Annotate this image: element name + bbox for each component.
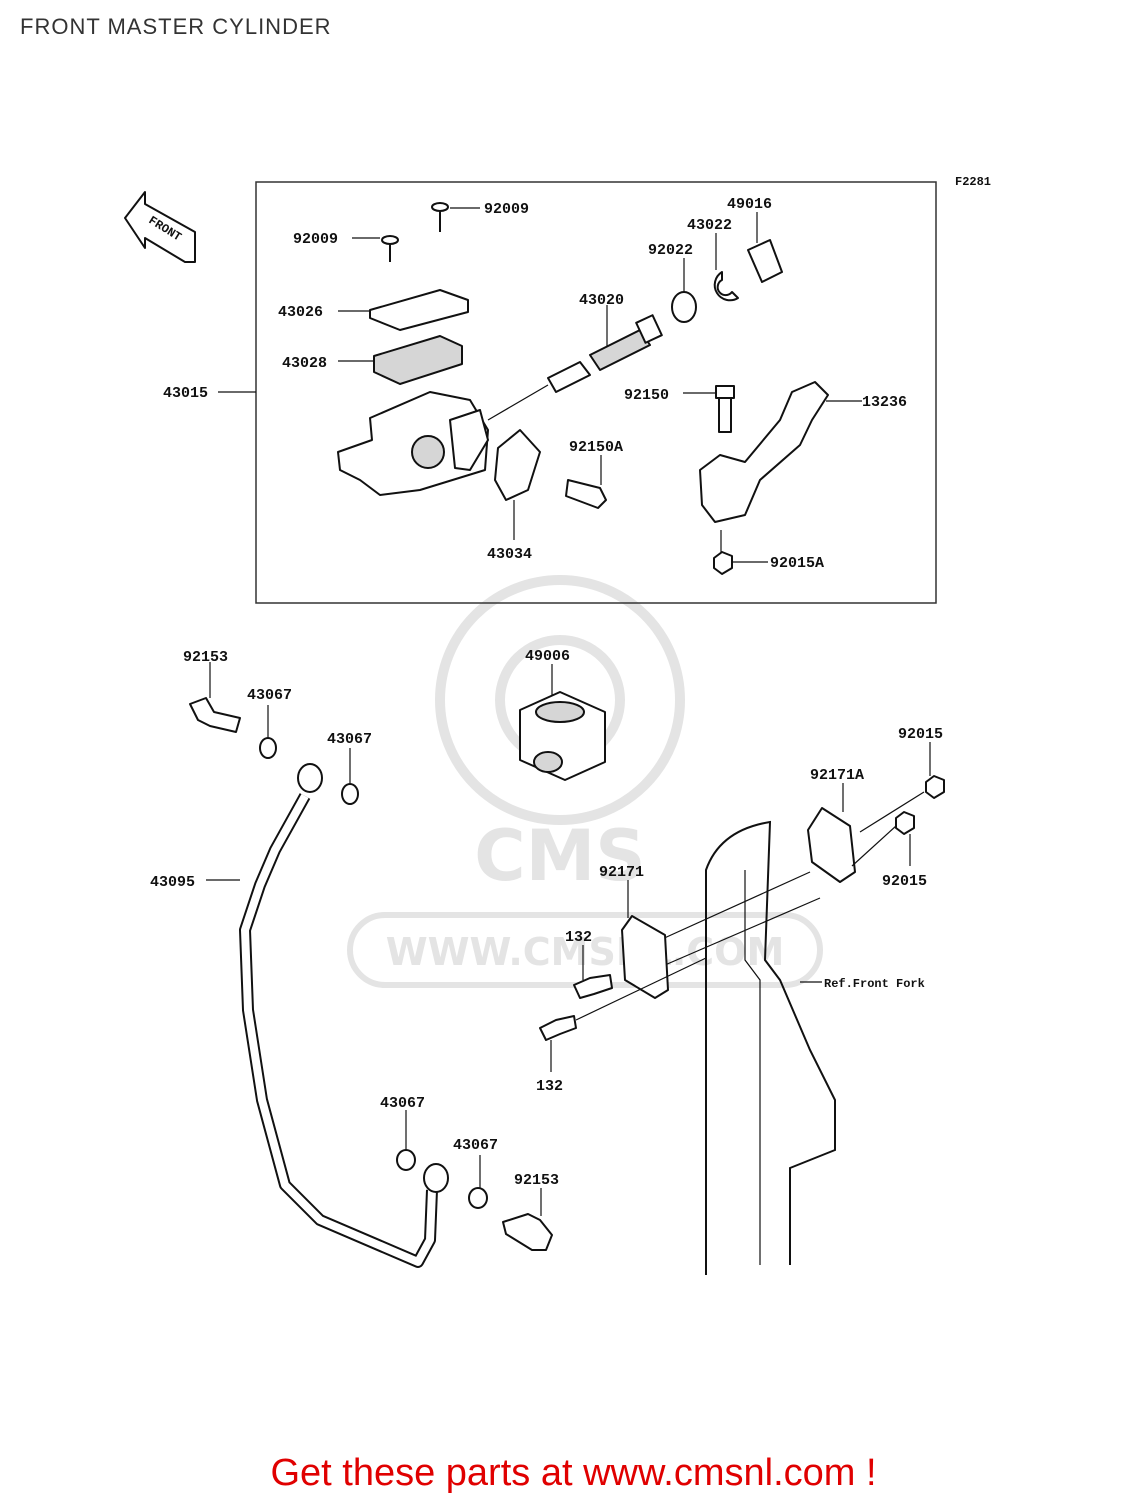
screw-92009-right-icon [431, 202, 449, 232]
nut-92015-lower-icon [895, 811, 915, 835]
label-92153-lower: 92153 [514, 1172, 559, 1189]
piston-assembly-icon [547, 314, 663, 393]
clamp-holder-icon [494, 429, 541, 501]
banjo-fitting-upper-icon [297, 763, 323, 793]
watermark-logo-icon [435, 575, 685, 825]
label-92015a: 92015A [770, 555, 824, 572]
label-43034: 43034 [487, 546, 532, 563]
label-43026: 43026 [278, 304, 323, 321]
dust-boot-icon [747, 239, 783, 283]
label-92009-right: 92009 [484, 201, 529, 218]
brake-lever-icon [699, 381, 829, 523]
label-92015-upper: 92015 [898, 726, 943, 743]
clamp-bolt-icon [565, 479, 607, 509]
master-cylinder-body-icon [337, 391, 489, 496]
bolt-132-lower-icon [539, 1015, 577, 1041]
label-92153-upper: 92153 [183, 649, 228, 666]
watermark-url: WWW.CMSNL.COM [386, 930, 785, 974]
reservoir-cap-icon [369, 289, 469, 331]
front-arrow-icon: FRONT [124, 191, 196, 263]
figure-code: F2281 [955, 175, 991, 189]
label-43067-d: 43067 [453, 1137, 498, 1154]
label-92009-left: 92009 [293, 231, 338, 248]
screw-92009-left-icon [381, 235, 399, 262]
washer-43067-c-icon [396, 1149, 416, 1171]
page-title: FRONT MASTER CYLINDER [20, 14, 332, 39]
label-92150a: 92150A [569, 439, 623, 456]
banjo-fitting-lower-icon [423, 1163, 449, 1193]
label-43067-a: 43067 [247, 687, 292, 704]
washer-43067-d-icon [468, 1187, 488, 1209]
label-43067-b: 43067 [327, 731, 372, 748]
cable-holder-icon [519, 691, 606, 781]
label-43020: 43020 [579, 292, 624, 309]
label-92171: 92171 [599, 864, 644, 881]
watermark: CMS WWW.CMSNL.COM [347, 575, 823, 988]
washer-43067-b-icon [341, 783, 359, 805]
banjo-bolt-upper-icon [189, 697, 241, 733]
bracket-92171-icon [621, 915, 669, 999]
diaphragm-icon [373, 335, 463, 385]
washer-43067-a-icon [259, 737, 277, 759]
label-43095: 43095 [150, 874, 195, 891]
brake-hose-icon [239, 793, 438, 1268]
label-92150: 92150 [624, 387, 669, 404]
nut-92015-upper-icon [925, 775, 945, 799]
pivot-bolt-icon [715, 385, 735, 433]
label-13236: 13236 [862, 394, 907, 411]
label-132-lower: 132 [536, 1078, 563, 1095]
label-ref-front-fork: Ref.Front Fork [824, 977, 925, 991]
label-43015: 43015 [163, 385, 208, 402]
label-43022: 43022 [687, 217, 732, 234]
label-92171a: 92171A [810, 767, 864, 784]
nut-92015a-icon [713, 551, 733, 575]
master-cylinder-assembly-box [255, 181, 937, 604]
label-43028: 43028 [282, 355, 327, 372]
label-92015-lower: 92015 [882, 873, 927, 890]
front-fork-icon [705, 820, 836, 1275]
footer-cta[interactable]: Get these parts at www.cmsnl.com ! [270, 1452, 877, 1494]
label-43067-c: 43067 [380, 1095, 425, 1112]
circlip-43022-icon [713, 271, 739, 302]
label-92022: 92022 [648, 242, 693, 259]
banjo-bolt-lower-icon [502, 1213, 553, 1251]
label-49016: 49016 [727, 196, 772, 213]
washer-92022-icon [671, 291, 697, 323]
label-49006: 49006 [525, 648, 570, 665]
bracket-92171a-icon [807, 807, 856, 883]
watermark-logo: CMS [474, 815, 645, 897]
bolt-132-upper-icon [573, 974, 613, 999]
label-132-upper: 132 [565, 929, 592, 946]
